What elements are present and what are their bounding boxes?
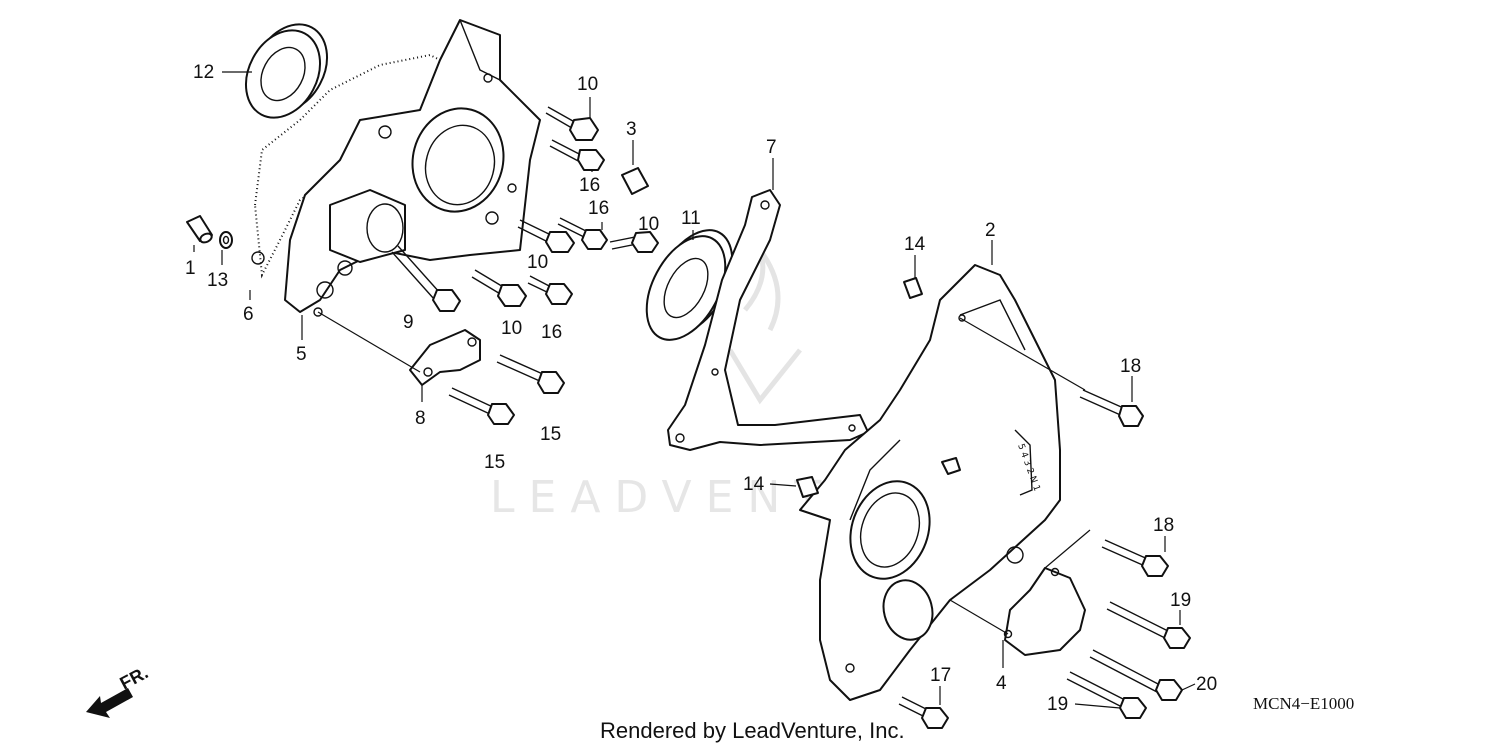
bolt-19-upper — [1106, 601, 1191, 649]
bolt-10-right — [609, 231, 659, 253]
callout-labels: 12 1 13 6 5 9 8 10 16 3 16 10 10 10 16 1… — [185, 62, 1217, 715]
callout-5: 5 — [296, 344, 307, 365]
bolt-17 — [898, 696, 949, 729]
dowel-3 — [621, 167, 649, 195]
right-case-cover-2: 5 4 3 2 N 1 — [799, 264, 1061, 701]
callout-17: 17 — [930, 665, 951, 686]
dowel-pin-1 — [186, 215, 213, 244]
bolt-10-mid — [517, 219, 575, 253]
callout-20: 20 — [1196, 674, 1217, 695]
front-direction-arrow: FR. — [86, 662, 151, 718]
callout-1: 1 — [185, 258, 196, 279]
bolt-18-lower — [1101, 539, 1169, 577]
callout-9: 9 — [403, 312, 414, 333]
callout-10-right: 10 — [638, 214, 659, 235]
callout-10-low: 10 — [501, 318, 522, 339]
callout-13: 13 — [207, 270, 228, 291]
callout-12: 12 — [193, 62, 214, 83]
callout-11: 11 — [681, 208, 701, 229]
washer-13 — [219, 231, 233, 249]
bolt-15-b — [448, 387, 515, 425]
callout-2: 2 — [985, 220, 996, 241]
callout-19-lower: 19 — [1047, 694, 1068, 715]
callout-19-upper: 19 — [1170, 590, 1191, 611]
direction-label: FR. — [116, 662, 151, 693]
callout-7: 7 — [766, 137, 777, 158]
bolt-15-a — [496, 354, 565, 394]
footer-credit: Rendered by LeadVenture, Inc. — [600, 718, 905, 743]
diagram-code: MCN4−E1000 — [1253, 694, 1355, 713]
small-cover-4 — [1003, 567, 1086, 656]
bolt-10-low — [471, 269, 527, 307]
bolt-16-top — [549, 139, 605, 171]
rear-case-cover-5 — [284, 19, 541, 317]
callout-3: 3 — [626, 119, 637, 140]
callout-10-top: 10 — [577, 74, 598, 95]
callout-18-upper: 18 — [1120, 356, 1141, 377]
oil-seal-12 — [245, 23, 328, 119]
bolt-16-low — [527, 275, 573, 305]
callout-8: 8 — [415, 408, 426, 429]
callout-15-a: 15 — [540, 424, 561, 445]
bracket-8 — [409, 329, 481, 386]
callout-4: 4 — [996, 673, 1007, 694]
gasket-7 — [667, 189, 869, 451]
callout-6: 6 — [243, 304, 254, 325]
bolt-9 — [391, 245, 461, 312]
callout-14-upper: 14 — [904, 234, 926, 255]
dowel-14-lower — [796, 476, 819, 498]
bolt-20 — [1089, 649, 1183, 701]
callout-16-mid: 16 — [588, 198, 609, 219]
callout-15-b: 15 — [484, 452, 505, 473]
dowel-14-upper — [903, 277, 923, 299]
callout-10-mid: 10 — [527, 252, 548, 273]
oil-seal-11 — [645, 229, 734, 341]
bolt-16-mid — [557, 217, 608, 250]
bolt-19-lower — [1066, 671, 1147, 719]
callout-18-lower: 18 — [1153, 515, 1174, 536]
callout-16-low: 16 — [541, 322, 562, 343]
leader-lines — [193, 71, 1196, 709]
bolt-18-upper — [1079, 389, 1144, 427]
callout-16-top: 16 — [579, 175, 600, 196]
callout-14-lower: 14 — [743, 474, 765, 495]
